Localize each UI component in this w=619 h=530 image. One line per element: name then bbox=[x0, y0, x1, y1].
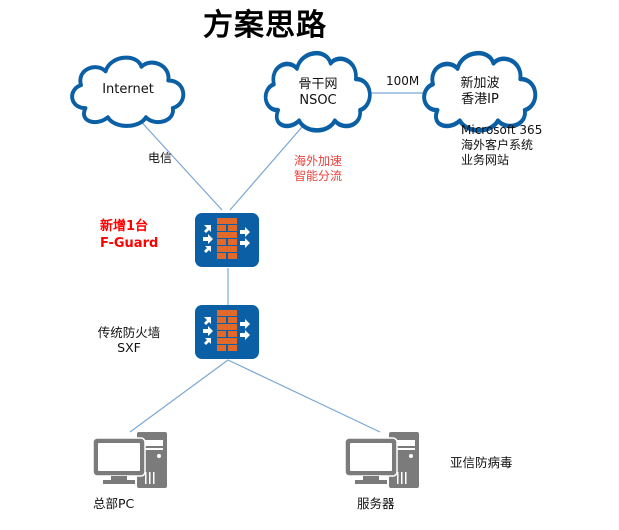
overseas-label-line1: 新加波 bbox=[460, 76, 500, 91]
fguard-label-line1: 新增1台 bbox=[100, 219, 149, 234]
firewall-icon-sxf bbox=[195, 305, 259, 359]
link-label-100m: 100M bbox=[386, 74, 420, 88]
backbone-label-line1: 骨干网 bbox=[298, 77, 338, 92]
link-label-acceleration: 海外加速 智能分流 bbox=[294, 154, 342, 184]
service-item: Microsoft 365 bbox=[461, 123, 543, 137]
link-backbone-fguard bbox=[229, 111, 316, 211]
service-item: 业务网站 bbox=[461, 153, 510, 167]
computer-icon-server bbox=[344, 431, 420, 489]
overseas-services-list: Microsoft 365 海外客户系统 业务网站 bbox=[461, 123, 542, 168]
acceleration-line2: 智能分流 bbox=[294, 169, 343, 183]
link-sxf-pc bbox=[129, 359, 229, 433]
hq-pc-label: 总部PC bbox=[93, 496, 135, 511]
sxf-label-line2: SXF bbox=[117, 340, 141, 355]
overseas-label: 新加波 香港IP bbox=[450, 76, 510, 108]
fguard-label: 新增1台 F-Guard bbox=[100, 218, 158, 252]
page-title: 方案思路 bbox=[203, 8, 327, 43]
sxf-label: 传统防火墙 SXF bbox=[94, 325, 164, 355]
server-label: 服务器 bbox=[357, 496, 395, 511]
computer-icon-hq-pc bbox=[92, 431, 168, 489]
internet-label: Internet bbox=[102, 82, 154, 97]
service-item: 海外客户系统 bbox=[461, 138, 534, 152]
fguard-label-line2: F-Guard bbox=[100, 236, 159, 251]
server-antivirus-note: 亚信防病毒 bbox=[450, 455, 513, 470]
overseas-label-line2: 香港IP bbox=[461, 92, 499, 107]
sxf-label-line1: 传统防火墙 bbox=[97, 325, 161, 340]
backbone-label-line2: NSOC bbox=[299, 93, 337, 108]
acceleration-line1: 海外加速 bbox=[294, 154, 343, 168]
firewall-icon-fguard bbox=[195, 213, 259, 267]
backbone-label: 骨干网 NSOC bbox=[288, 77, 348, 109]
link-sxf-server bbox=[227, 359, 381, 433]
link-label-telecom: 电信 bbox=[148, 151, 173, 165]
link-internet-fguard bbox=[134, 114, 223, 211]
